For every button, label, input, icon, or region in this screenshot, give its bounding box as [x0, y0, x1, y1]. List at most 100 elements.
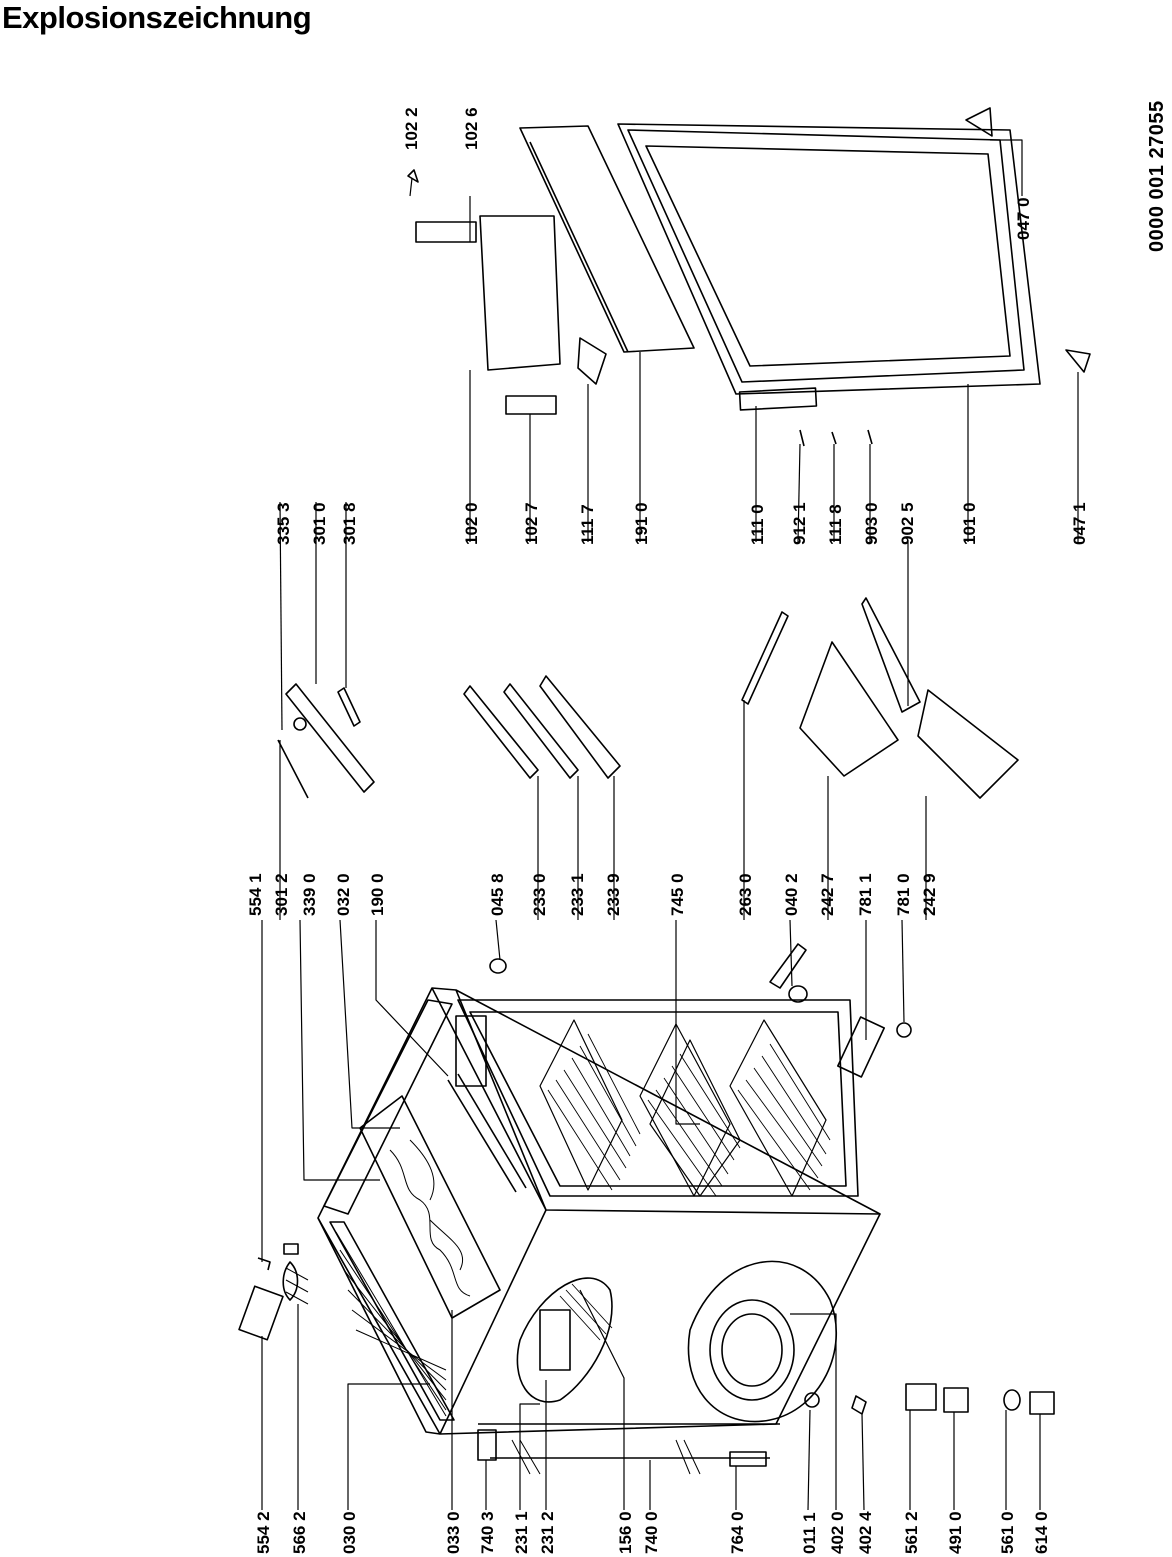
label-903-0: 903 0 [862, 502, 881, 545]
label-242-9: 242 9 [920, 873, 939, 916]
door-seal-inner [646, 146, 1010, 366]
inner-parts [278, 598, 1018, 1077]
label-561-0: 561 0 [998, 1511, 1017, 1554]
part-045-8 [490, 959, 506, 973]
part-040-2-bracket [770, 944, 806, 988]
door-assembly [408, 108, 1090, 446]
page-title: Explosionszeichnung [2, 0, 312, 35]
label-781-1: 781 1 [856, 873, 875, 916]
part-614-0 [1030, 1392, 1054, 1414]
label-190-0: 190 0 [368, 873, 387, 916]
label-764-0: 764 0 [728, 1511, 747, 1554]
shelf-3 [730, 1020, 826, 1196]
label-902-5: 902 5 [898, 502, 917, 545]
part-301-2 [278, 740, 308, 798]
part-233-9-strip [540, 676, 620, 778]
part-335-3 [294, 718, 306, 730]
label-554-2: 554 2 [254, 1511, 273, 1554]
small-parts-left [239, 1244, 1054, 1414]
part-561-0 [1004, 1390, 1020, 1410]
part-233-1-strip [504, 684, 578, 778]
shelf-2 [640, 1024, 730, 1196]
part-554-1 [258, 1258, 270, 1270]
part-566-2-clip [284, 1244, 298, 1254]
label-301-2: 301 2 [272, 873, 291, 916]
part-902-5 [862, 598, 920, 712]
label-614-0: 614 0 [1032, 1511, 1051, 1554]
label-011-1: 011 1 [800, 1512, 819, 1554]
label-912-1: 912 1 [790, 502, 809, 545]
label-402-4: 402 4 [856, 1511, 875, 1554]
part-047-1-foot [1066, 350, 1090, 372]
base-feet [512, 1440, 700, 1474]
label-335-3: 335 3 [274, 502, 293, 545]
part-011-1 [805, 1393, 819, 1407]
label-491-0: 491 0 [946, 1511, 965, 1554]
label-111-7: 111 7 [578, 504, 597, 545]
label-233-9: 233 9 [604, 873, 623, 916]
label-191-0: 191 0 [632, 502, 651, 545]
shelf-2-wires [648, 1054, 740, 1196]
label-102-6: 102 6 [462, 107, 481, 150]
compressor-cap [722, 1314, 782, 1386]
label-111-0: 111 0 [748, 504, 767, 545]
label-781-0: 781 0 [894, 873, 913, 916]
back-components [517, 1261, 836, 1421]
label-233-0: 233 0 [530, 873, 549, 916]
part-242-7-drawer [800, 642, 898, 776]
label-111-8: 111 8 [826, 504, 845, 545]
drain-plug [730, 1452, 766, 1466]
part-191-0-frame [520, 126, 694, 352]
label-102-2: 102 2 [402, 107, 421, 150]
label-301-8: 301 8 [340, 502, 359, 545]
shelf-4 [650, 1040, 740, 1196]
part-781-1 [838, 1017, 884, 1077]
label-242-7: 242 7 [818, 873, 837, 916]
wire-shelves [540, 1020, 830, 1196]
label-102-7: 102 7 [522, 502, 541, 545]
frame-edge [530, 142, 628, 352]
condenser-coil [560, 1284, 612, 1340]
insulation-pattern-2 [410, 1140, 463, 1270]
label-030-0: 030 0 [340, 1511, 359, 1554]
label-231-2: 231 2 [538, 1511, 557, 1554]
label-301-0: 301 0 [310, 502, 329, 545]
label-263-0: 263 0 [736, 873, 755, 916]
part-102-0-panel [480, 216, 560, 370]
vent-grille [330, 1222, 454, 1420]
part-047-0-foot [966, 108, 992, 136]
part-111-0-handle [740, 388, 817, 410]
part-301-0-rail [286, 684, 374, 792]
label-231-1: 231 1 [512, 1511, 531, 1554]
label-740-3: 740 3 [478, 1511, 497, 1554]
label-339-0: 339 0 [300, 873, 319, 916]
label-102-0: 102 0 [462, 502, 481, 545]
label-101-0: 101 0 [960, 502, 979, 545]
part-102-6-hinge [416, 222, 476, 242]
top-rail [448, 1080, 516, 1192]
compressor [710, 1300, 794, 1400]
label-740-0: 740 0 [642, 1511, 661, 1554]
part-263-0 [742, 612, 788, 704]
leader-lines [262, 140, 1078, 1510]
screws [800, 430, 872, 446]
compressor-cutaway [688, 1261, 836, 1421]
part-242-9-drawer [918, 690, 1018, 798]
label-156-0: 156 0 [616, 1511, 635, 1554]
part-102-2 [408, 170, 418, 182]
drain-cap [478, 1430, 496, 1460]
part-402-4 [852, 1396, 866, 1414]
control-panel [456, 1016, 486, 1086]
part-233-0-strip [464, 686, 538, 778]
worktop-panel [360, 1096, 500, 1318]
label-033-0: 033 0 [444, 1511, 463, 1554]
cabinet-left-edge [318, 1218, 440, 1434]
label-045-8: 045 8 [488, 873, 507, 916]
part-491-0 [944, 1388, 968, 1412]
cabinet-front-opening [432, 988, 880, 1214]
thermostat-cutaway [517, 1278, 612, 1402]
label-745-0: 745 0 [668, 873, 687, 916]
label-040-2: 040 2 [782, 873, 801, 916]
part-111-7 [578, 338, 606, 384]
part-102-7-hinge [506, 396, 556, 414]
